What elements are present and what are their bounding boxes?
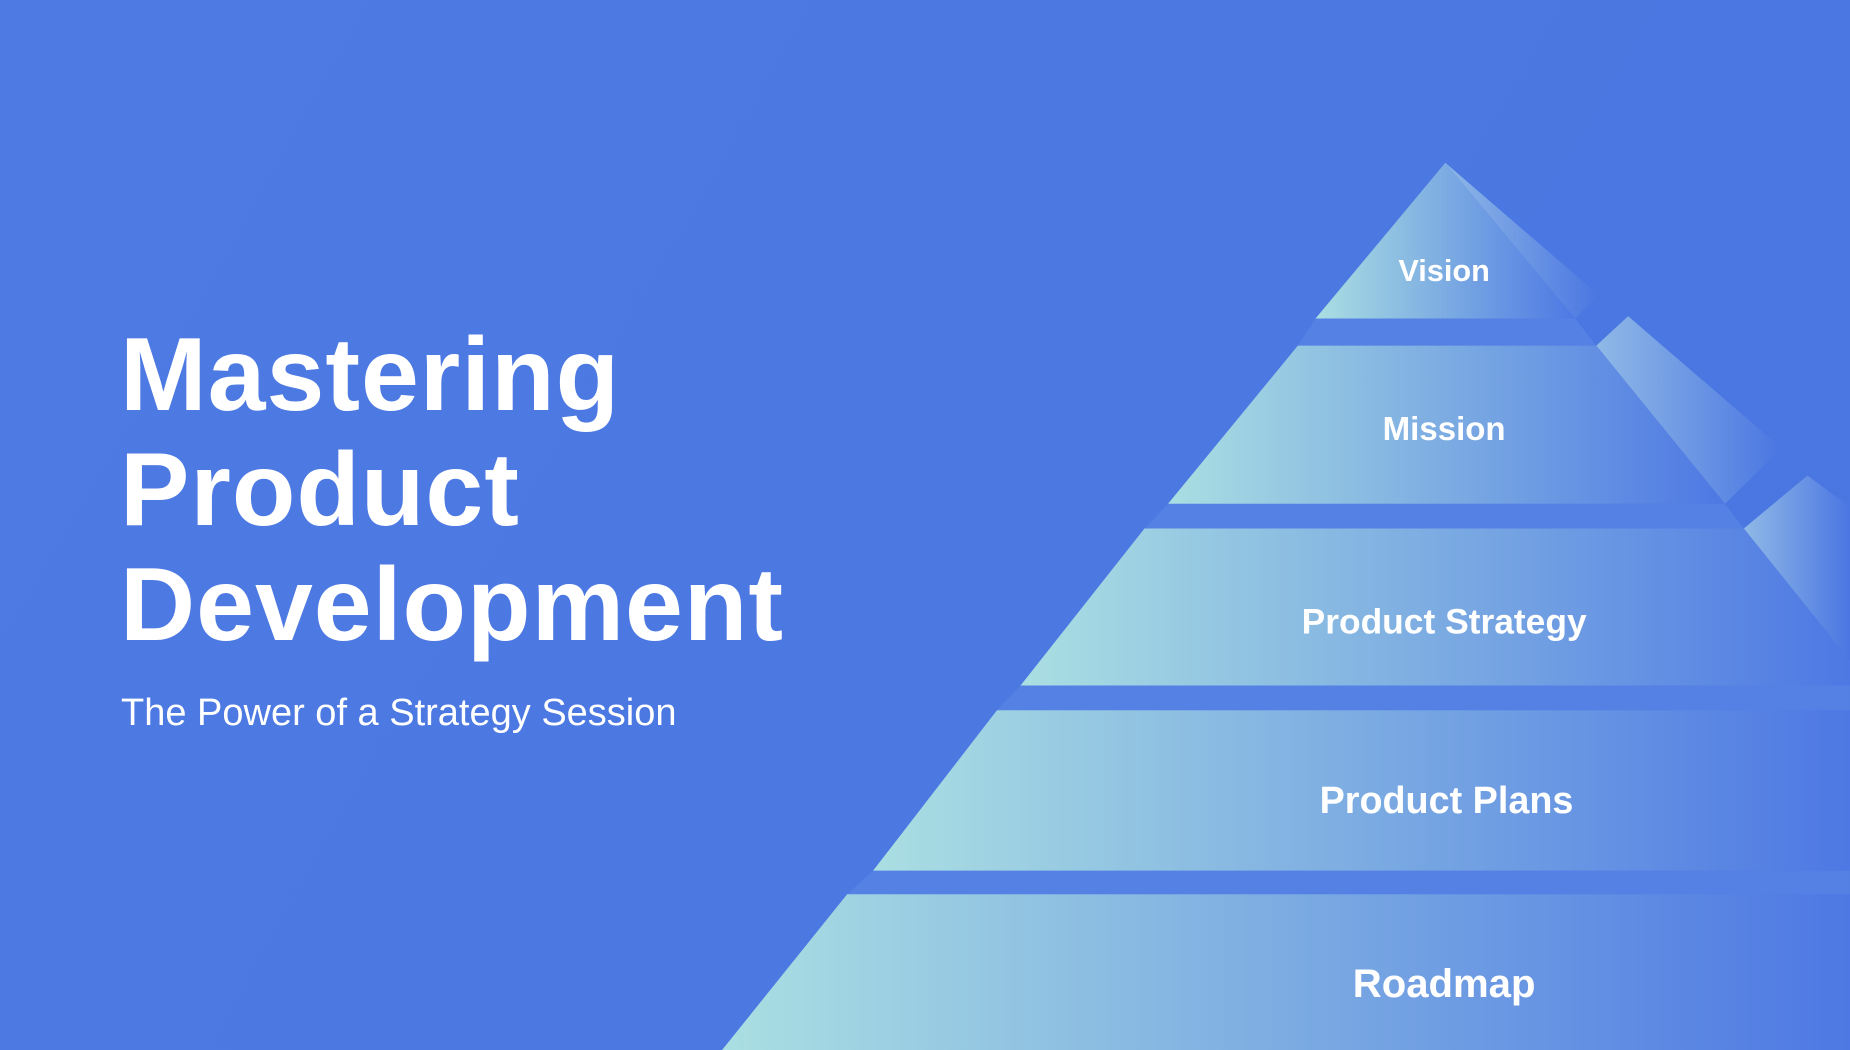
slide-title: Mastering Product Development	[120, 318, 784, 663]
pyramid-level-vision	[1315, 162, 1576, 319]
pyramid-level-product-plans	[873, 710, 1850, 871]
level-label: Roadmap	[1353, 962, 1536, 1006]
title-line: Mastering	[120, 317, 621, 433]
pyramid-level-roadmap	[722, 894, 1850, 1050]
slide-subtitle: The Power of a Strategy Session	[121, 692, 677, 734]
pyramid-side-face	[1445, 162, 1599, 319]
level-label: Vision	[1398, 254, 1489, 288]
layer-gap	[996, 685, 1850, 711]
layer-gap	[1144, 503, 1744, 529]
layer-gap	[847, 870, 1850, 895]
pyramid-level-product-strategy	[1020, 528, 1850, 686]
level-label: Product Plans	[1320, 779, 1574, 821]
level-label: Product Strategy	[1302, 603, 1587, 642]
pyramid-side-face	[1596, 316, 1782, 504]
layer-gap	[1297, 318, 1597, 346]
title-line: Product	[120, 432, 520, 548]
level-label: Mission	[1383, 410, 1506, 447]
pyramid-level-mission	[1168, 345, 1725, 504]
pyramid-side-face	[1743, 475, 1850, 661]
title-line: Development	[120, 547, 785, 663]
